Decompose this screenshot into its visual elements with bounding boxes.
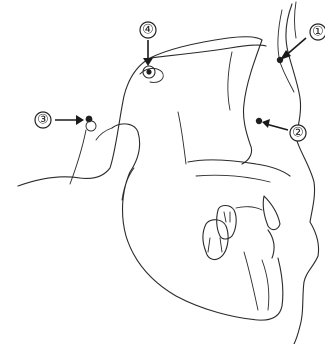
ramus-inner <box>96 128 112 140</box>
badge-1-label: ① <box>312 25 324 40</box>
badge-2: ② <box>290 125 306 141</box>
lower-molar-roots <box>208 238 222 252</box>
badge-3: ③ <box>35 112 51 128</box>
badge-4: ④ <box>140 22 156 38</box>
upper-molar-roots <box>224 212 230 222</box>
maxilla-outline <box>188 160 290 176</box>
mandible-inner <box>244 252 258 310</box>
badge-3-label: ③ <box>37 113 49 128</box>
arrowhead-2 <box>262 119 270 128</box>
cranial-base-outline <box>18 37 262 186</box>
arrowhead-3 <box>76 115 84 125</box>
soft-tissue-profile <box>286 4 319 344</box>
badge-2-label: ② <box>292 126 304 141</box>
dental-arch <box>236 207 262 210</box>
palate-line <box>196 175 270 182</box>
landmark-1: ① <box>277 24 325 63</box>
upper-molar <box>217 206 236 240</box>
landmark-3: ③ <box>35 112 96 184</box>
badge-4-label: ④ <box>142 23 154 38</box>
chin-inner <box>262 260 269 310</box>
point-1 <box>277 57 283 63</box>
incisor-upper <box>263 196 280 230</box>
ear-line <box>70 130 86 184</box>
mandible-outline <box>112 124 283 320</box>
landmark-4: ④ <box>140 22 156 78</box>
arrow-2 <box>266 124 288 130</box>
orbit-outline <box>242 40 262 164</box>
frontal-inner <box>228 52 232 110</box>
point-2 <box>256 118 262 124</box>
point-4 <box>146 69 151 74</box>
lower-molar <box>203 220 228 260</box>
badge-1: ① <box>310 24 325 40</box>
pterygoid <box>178 112 186 164</box>
ear-rod-circle <box>86 121 96 131</box>
nasal-line-2 <box>295 2 297 38</box>
incisor-lower <box>268 230 274 258</box>
